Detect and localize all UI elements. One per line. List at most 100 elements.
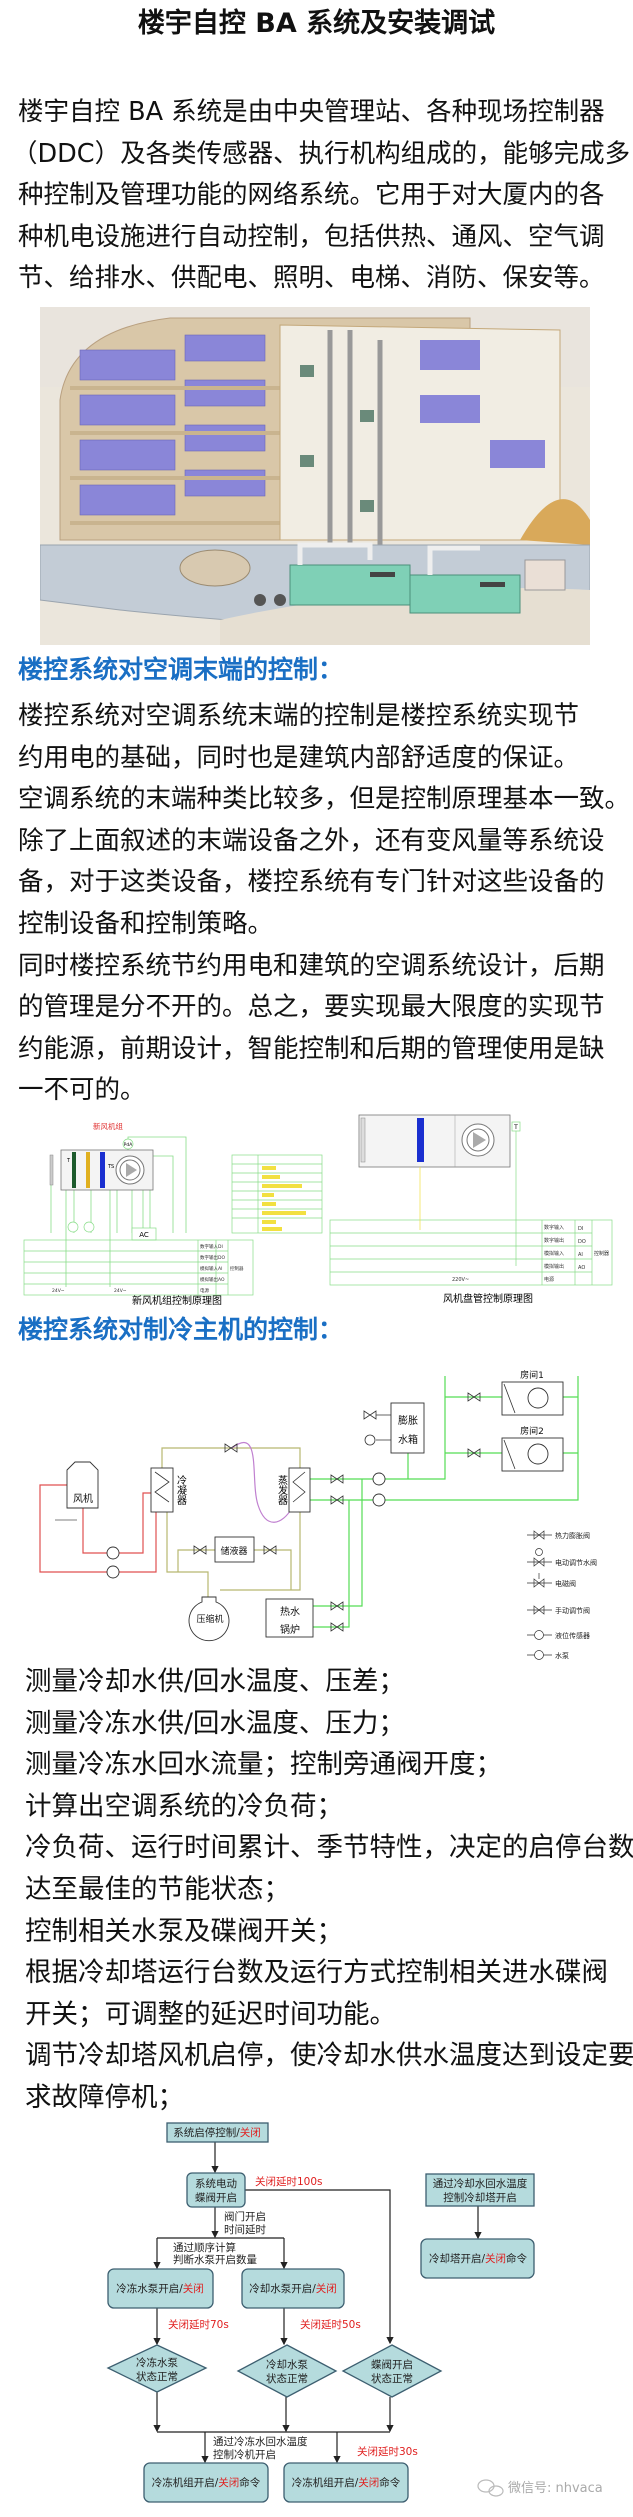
svg-text:TS: TS [107,1164,114,1170]
svg-text:AI: AI [578,1252,583,1258]
svg-text:冷却塔开启/关闭命令: 冷却塔开启/关闭命令 [429,2252,528,2265]
text-line: 除了上面叙述的末端设备之外，还有变风量等系统设 [18,825,605,856]
svg-text:数字输出: 数字输出 [544,1237,564,1244]
svg-text:关闭延时50s: 关闭延时50s [300,2318,361,2331]
svg-text:模拟输出: 模拟输出 [200,1276,218,1283]
svg-text:通过冷却水回水温度: 通过冷却水回水温度 [433,2177,528,2190]
list-item: 开关；可调整的延迟时间功能。 [25,1998,396,2030]
svg-text:冷却水泵: 冷却水泵 [266,2358,308,2371]
svg-text:模拟输入: 模拟输入 [200,1265,218,1272]
svg-text:通过冷冻水回水温度: 通过冷冻水回水温度 [213,2435,308,2448]
text-line: 楼宇自控 BA 系统是由中央管理站、各种现场控制器 [18,97,605,127]
chiller-plant-schematic: 风机 储液器 压缩机 热水 锅炉 膨胀 水箱 房间1 房间2 冷凝器 蒸发器 热… [39,1369,597,1660]
text-line: 同时楼控系统节约用电和建筑的空调系统设计，后期 [18,950,605,981]
svg-text:关闭延时100s: 关闭延时100s [255,2175,323,2188]
svg-text:AO: AO [578,1265,585,1271]
text-line: 一不可的。 [18,1075,146,1106]
flow-box-cw-pump: 冷却水泵开启/关闭 [241,2268,345,2309]
svg-text:状态正常: 状态正常 [371,2372,413,2385]
svg-text:控制冷却塔开启: 控制冷却塔开启 [443,2191,517,2204]
text-line: 约用电的基础，同时也是建筑内部舒适度的保证。 [18,742,580,773]
terminal-control-paragraph: 楼控系统对空调系统末端的控制是楼控系统实现节 约用电的基础，同时也是建筑内部舒适… [18,696,630,1112]
svg-text:蝶阀开启: 蝶阀开启 [195,2191,237,2204]
svg-text:房间2: 房间2 [520,1425,544,1437]
text-line: 种机电设施进行自动控制，包括供热、通风、空气调 [18,221,605,252]
svg-text:房间1: 房间1 [520,1369,544,1381]
text-line: 的管理是分不开的。总之，要实现最大限度的实现节 [18,992,605,1023]
svg-text:时间延时: 时间延时 [224,2223,266,2236]
svg-text:系统电动: 系统电动 [195,2177,237,2190]
symbol-legend: 热力膨胀阀 电动调节水阀 电磁阀 手动调节阀 液位传感器 水泵 [527,1530,597,1660]
svg-text:DI: DI [578,1226,583,1232]
svg-text:关闭延时30s: 关闭延时30s [357,2445,418,2458]
svg-text:风机盘管控制原理图: 风机盘管控制原理图 [443,1292,533,1305]
text-line: 楼控系统对空调系统末端的控制是楼控系统实现节 [18,701,580,731]
svg-text:电源: 电源 [200,1287,209,1294]
svg-text:状态正常: 状态正常 [266,2372,308,2385]
svg-text:锅炉: 锅炉 [280,1624,300,1636]
flow-decision-chw-pump: 冷冻水泵 状态正常 [106,2344,208,2393]
svg-text:AI: AI [218,1266,222,1272]
svg-text:冷冻机组开启/关闭命令: 冷冻机组开启/关闭命令 [292,2476,401,2489]
svg-text:冷冻水泵开启/关闭: 冷冻水泵开启/关闭 [116,2282,204,2295]
svg-text:T: T [66,1158,71,1164]
svg-text:DO: DO [578,1239,586,1245]
svg-text:AC: AC [139,1231,149,1239]
svg-text:控制冷机开启: 控制冷机开启 [213,2448,276,2461]
svg-text:数字输入: 数字输入 [544,1224,564,1231]
svg-text:阀门开启: 阀门开启 [224,2210,266,2223]
svg-text:蒸发器: 蒸发器 [276,1475,288,1506]
text-line: 备，对于这类设备，楼控系统有专门针对这些设备的 [18,867,605,898]
svg-text:热力膨胀阀: 热力膨胀阀 [555,1531,590,1540]
svg-text:冷冻机组开启/关闭命令: 冷冻机组开启/关闭命令 [152,2476,261,2489]
text-line: 空调系统的末端种类比较多，但是控制原理基本一致。 [18,784,631,815]
list-item: 达至最佳的节能状态； [25,1873,290,1905]
svg-text:数字输入: 数字输入 [200,1243,218,1250]
text-line: 节、给排水、供配电、照明、电梯、消防、保安等。 [18,263,605,294]
svg-text:手动调节阀: 手动调节阀 [555,1606,590,1615]
svg-text:冷冻水泵: 冷冻水泵 [136,2356,178,2369]
svg-text:水泵: 水泵 [555,1651,569,1660]
flow-box-tower-note: 通过冷却水回水温度 控制冷却塔开启 [425,2173,535,2207]
svg-text:控制器: 控制器 [230,1265,244,1272]
text-line: （DDC）及各类传感器、执行机构组成的，能够完成多 [12,138,631,169]
list-item: 根据冷却塔运行台数及运行方式控制相关进水碟阀 [25,1957,608,1989]
chiller-sequence-flowchart: 系统启停控制/关闭 系统电动 蝶阀开启 关闭延时100s 阀门开启 时间延时 通… [106,2122,603,2503]
text-line: 约能源，前期设计，智能控制和后期的管理使用是缺 [18,1033,605,1064]
list-item: 计算出空调系统的冷负荷； [25,1790,343,1822]
text-line: 控制设备和控制策略。 [18,908,274,939]
svg-text:压缩机: 压缩机 [196,1613,223,1625]
list-item: 测量冷冻水供/回水温度、压力； [25,1707,405,1739]
svg-text:PdA: PdA [124,1142,134,1148]
flow-decision-cw-pump: 冷却水泵 状态正常 [236,2344,338,2398]
svg-text:冷凝器: 冷凝器 [175,1474,187,1506]
watermark: 微信号: nhvaca [508,2481,603,2496]
chiller-control-list: 测量冷却水供/回水温度、压差； 测量冷冻水供/回水温度、压力； 测量冷冻水回水流… [25,1661,633,2119]
flow-box-tower-cmd: 冷却塔开启/关闭命令 [420,2238,535,2279]
section-heading-terminal-control: 楼控系统对空调末端的控制： [18,655,344,684]
flow-box-valve: 系统电动 蝶阀开启 [186,2172,246,2208]
building-illustration [40,307,590,645]
text-line: 种控制及管理功能的网络系统。它用于对大厦内的各 [18,180,605,211]
svg-text:蝶阀开启: 蝶阀开启 [371,2358,413,2371]
svg-text:DI: DI [218,1244,223,1250]
svg-text:关闭延时70s: 关闭延时70s [168,2318,229,2331]
svg-text:AO: AO [218,1277,225,1283]
list-item: 测量冷却水供/回水温度、压差； [25,1666,405,1697]
svg-text:新风机组: 新风机组 [93,1121,123,1131]
svg-text:模拟输出: 模拟输出 [544,1263,564,1270]
page-title: 楼宇自控 BA 系统及安装调试 [137,8,496,39]
intro-paragraph: 楼宇自控 BA 系统是由中央管理站、各种现场控制器 （DDC）及各类传感器、执行… [12,92,630,300]
svg-text:膨胀: 膨胀 [398,1414,418,1427]
svg-text:水箱: 水箱 [398,1433,418,1446]
flow-decision-valve: 蝶阀开启 状态正常 [341,2344,443,2398]
flow-box-start: 系统启停控制/关闭 [166,2122,269,2143]
flow-box-chiller-a: 冷冻机组开启/关闭命令 [143,2462,269,2503]
svg-text:24V~: 24V~ [52,1288,65,1294]
svg-text:冷却水泵开启/关闭: 冷却水泵开启/关闭 [249,2282,337,2295]
svg-text:系统启停控制/关闭: 系统启停控制/关闭 [173,2126,261,2139]
svg-text:判断水泵开启数量: 判断水泵开启数量 [173,2253,257,2266]
list-item: 调节冷却塔风机启停，使冷却水供水温度达到设定要 [25,2040,633,2072]
